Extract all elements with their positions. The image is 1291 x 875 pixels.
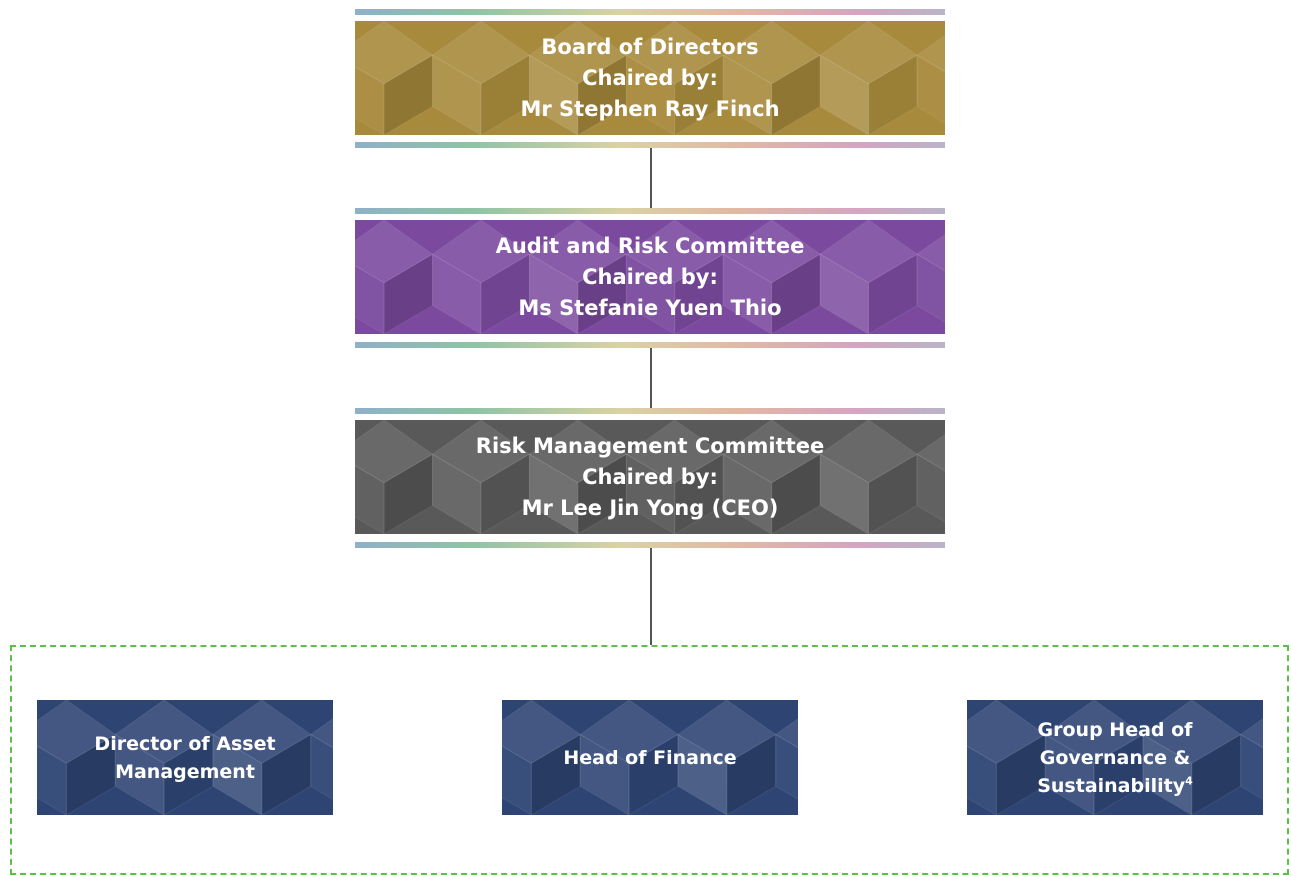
connector-line	[650, 148, 652, 208]
chaired-by-text: Chaired by:	[582, 65, 718, 90]
committee-name: Board of Directors	[541, 34, 759, 59]
role-line: Governance &	[1039, 746, 1191, 769]
role-line-text: Sustainability	[1037, 774, 1186, 797]
board-of-directors-label: Board of Directors Chaired by: Mr Stephe…	[520, 32, 779, 125]
stripe-decoration	[355, 9, 945, 15]
board-of-directors-box: Board of Directors Chaired by: Mr Stephe…	[355, 21, 945, 135]
group-head-governance-label: Group Head of Governance & Sustainabilit…	[1037, 716, 1193, 800]
connector-line	[650, 548, 652, 645]
cube-pattern	[355, 220, 945, 334]
stripe-decoration	[355, 342, 945, 348]
connector-line	[650, 348, 652, 408]
committee-name: Risk Management Committee	[475, 433, 825, 458]
chaired-by-text: Chaired by:	[582, 264, 718, 289]
role-line: Director of Asset	[94, 732, 276, 755]
cube-pattern	[967, 700, 1263, 815]
head-of-finance-box: Head of Finance	[502, 700, 798, 815]
committee-name: Audit and Risk Committee	[495, 233, 805, 258]
role-line: Group Head of	[1037, 718, 1193, 741]
role-line: Head of Finance	[563, 746, 737, 769]
group-head-governance-box: Group Head of Governance & Sustainabilit…	[967, 700, 1263, 815]
cube-pattern	[502, 700, 798, 815]
cube-pattern	[37, 700, 333, 815]
risk-management-committee-box: Risk Management Committee Chaired by: Mr…	[355, 420, 945, 534]
cube-pattern	[355, 21, 945, 135]
stripe-decoration	[355, 142, 945, 148]
audit-risk-committee-box: Audit and Risk Committee Chaired by: Ms …	[355, 220, 945, 334]
director-asset-management-label: Director of Asset Management	[94, 730, 275, 786]
head-of-finance-label: Head of Finance	[563, 744, 736, 772]
director-asset-management-box: Director of Asset Management	[37, 700, 333, 815]
risk-management-committee-label: Risk Management Committee Chaired by: Mr…	[476, 431, 824, 524]
role-line: Sustainability4	[1037, 772, 1193, 800]
chaired-by-text: Chaired by:	[582, 464, 718, 489]
stripe-decoration	[355, 208, 945, 214]
chair-name: Mr Lee Jin Yong (CEO)	[521, 495, 779, 520]
chair-name: Mr Stephen Ray Finch	[520, 96, 780, 121]
stripe-decoration	[355, 542, 945, 548]
stripe-decoration	[355, 408, 945, 414]
role-line: Management	[115, 760, 255, 783]
chair-name: Ms Stefanie Yuen Thio	[518, 295, 782, 320]
audit-risk-committee-label: Audit and Risk Committee Chaired by: Ms …	[496, 231, 805, 324]
cube-pattern	[355, 420, 945, 534]
footnote-marker: 4	[1185, 774, 1193, 788]
